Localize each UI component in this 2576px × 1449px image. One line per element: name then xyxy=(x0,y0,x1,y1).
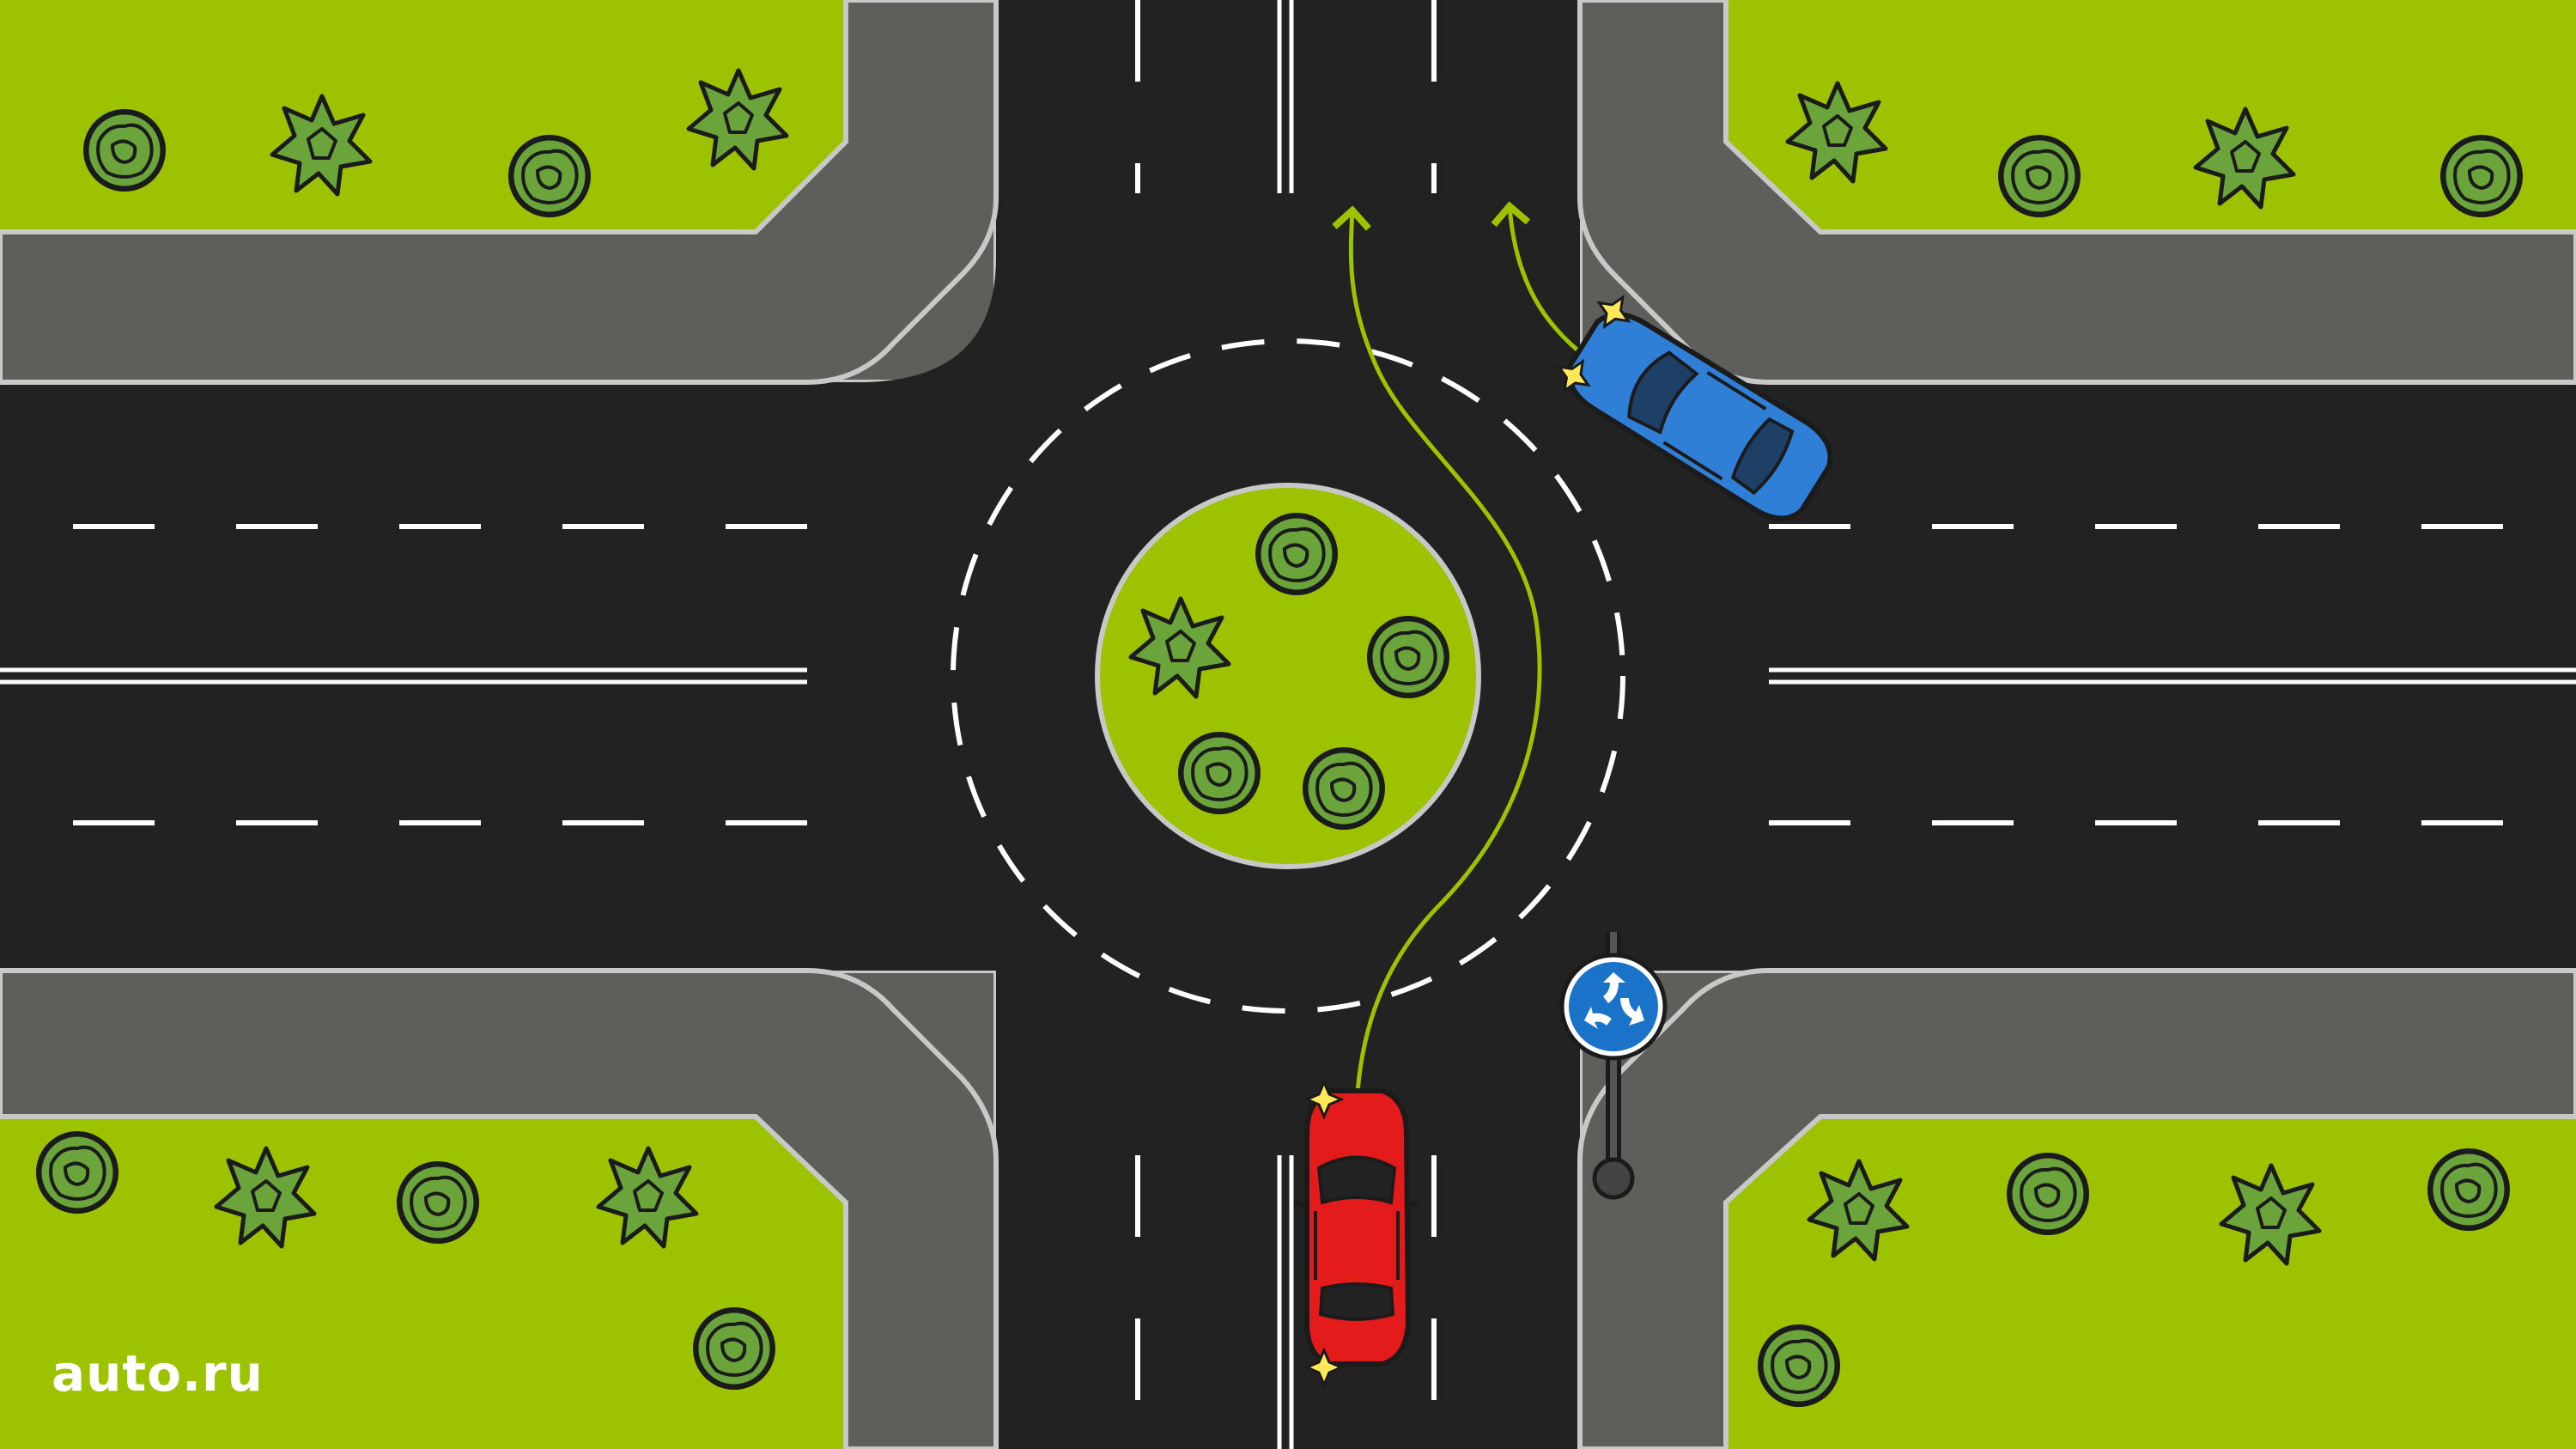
tree-bush-icon xyxy=(83,109,166,192)
tree-bush-icon xyxy=(397,1161,479,1244)
tree-bush-icon xyxy=(1998,135,2081,217)
tree-bush-icon xyxy=(508,135,591,217)
roundabout-sign-icon xyxy=(1559,932,1668,1200)
route-arrows xyxy=(1332,201,1591,1106)
tree-bush-icon xyxy=(2427,1148,2510,1231)
blue-car xyxy=(1556,294,1833,521)
tree-bush-icon xyxy=(1758,1324,1840,1407)
arrow-icon xyxy=(1491,201,1591,362)
tree-bush-icon xyxy=(693,1307,775,1390)
tree-bush-icon xyxy=(2007,1153,2089,1235)
tree-bush-icon xyxy=(2440,135,2523,217)
tree-bush-icon xyxy=(36,1131,118,1214)
central-island xyxy=(1095,483,1481,869)
logo-text: auto.ru xyxy=(52,1344,264,1403)
red-car xyxy=(1293,1079,1420,1388)
arrow-icon xyxy=(1332,205,1542,1106)
